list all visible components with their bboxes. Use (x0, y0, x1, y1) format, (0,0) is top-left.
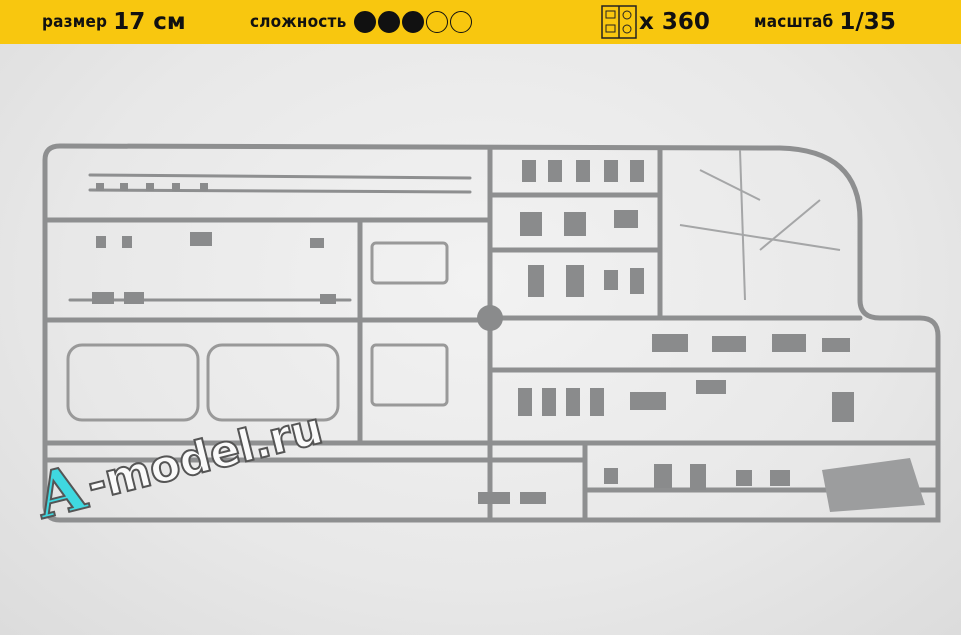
sprue-part (604, 270, 618, 290)
sprue-part (124, 292, 144, 304)
sprue-part (630, 392, 666, 410)
sprue-part (518, 388, 532, 416)
scale: масштаб 1/35 (754, 0, 896, 44)
sprue-part (566, 265, 584, 297)
sprue-part (832, 392, 854, 422)
sprue-part (736, 470, 752, 486)
frame-parts (66, 241, 449, 422)
difficulty-dot (354, 11, 377, 33)
parts (92, 160, 854, 504)
parts-count: x 360 (601, 0, 710, 44)
sprue-part (120, 183, 128, 191)
sprue-part (96, 183, 104, 191)
sprue-part (96, 236, 106, 248)
size-value: 17 см (113, 9, 186, 35)
sprue-part (92, 292, 114, 304)
difficulty-dot (378, 11, 401, 33)
sprue-part (590, 388, 604, 416)
size-label: размер (42, 12, 108, 32)
antenna-parts (679, 149, 841, 301)
sprue-part (190, 232, 212, 246)
sprue-part (548, 160, 562, 182)
sprue-part (566, 388, 580, 416)
sprue-icon (601, 5, 637, 39)
scale-value: 1/35 (839, 9, 896, 35)
difficulty: сложность (250, 0, 473, 44)
difficulty-dot (426, 11, 449, 33)
sprue-part (822, 338, 850, 352)
parts-count-value: x 360 (639, 9, 710, 35)
sprue-part (630, 160, 644, 182)
sprue-part (528, 265, 544, 297)
sprue-part (520, 212, 542, 236)
sprue-part (696, 380, 726, 394)
difficulty-dot (402, 11, 425, 33)
sprue-part (310, 238, 324, 248)
sprue-part (690, 464, 706, 490)
sprue-part (604, 468, 618, 484)
sprue-part (712, 336, 746, 352)
scale-label: масштаб (754, 12, 834, 32)
sprue-part (542, 388, 556, 416)
sprue-part (652, 334, 688, 352)
difficulty-rating (354, 11, 473, 33)
sprue-part (320, 294, 336, 304)
sprue-part (564, 212, 586, 236)
sprue-part (122, 236, 132, 248)
sprue-part (146, 183, 154, 191)
sprue-part (200, 183, 208, 191)
sprue-frame (42, 143, 941, 523)
sprue-part (522, 160, 536, 182)
sprue-part (172, 183, 180, 191)
difficulty-dot (450, 11, 473, 33)
sprue-part (630, 268, 644, 294)
large-part (822, 458, 925, 512)
sprue-part (604, 160, 618, 182)
sprue-part (654, 464, 672, 488)
sprue-part (520, 492, 546, 504)
sprue-hub (477, 305, 503, 331)
sprue-part (770, 470, 790, 486)
model-size: размер 17 см (42, 0, 186, 44)
info-header: размер 17 см сложность x 360 масштаб 1/3… (0, 0, 961, 44)
sprue-part (478, 492, 510, 504)
sprue-part (772, 334, 806, 352)
difficulty-label: сложность (250, 12, 347, 32)
sprue-part (576, 160, 590, 182)
sprue-part (614, 210, 638, 228)
